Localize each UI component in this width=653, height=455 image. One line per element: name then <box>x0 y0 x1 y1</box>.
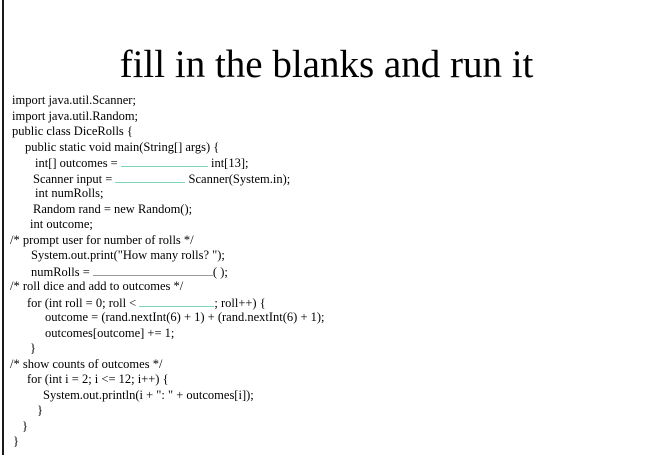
code-text: public class DiceRolls { <box>12 124 133 138</box>
code-text: ; roll++) { <box>214 295 266 310</box>
code-block: import java.util.Scanner;import java.uti… <box>0 93 653 450</box>
code-line: numRolls = ( ); <box>0 264 653 280</box>
code-text: for (int roll = 0; roll < <box>27 295 140 310</box>
code-text: } <box>13 434 19 448</box>
code-line: System.out.print("How many rolls? "); <box>0 248 653 264</box>
code-text: /* roll dice and add to outcomes */ <box>10 279 184 293</box>
slide-left-edge-line <box>2 0 4 455</box>
code-line: int numRolls; <box>0 186 653 202</box>
code-text: int[13]; <box>207 156 249 170</box>
code-text: Scanner(System.in); <box>185 171 291 186</box>
code-line: Scanner input = Scanner(System.in); <box>0 171 653 187</box>
page-title: fill in the blanks and run it <box>119 43 534 86</box>
code-line: /* show counts of outcomes */ <box>0 357 653 373</box>
fill-in-blank[interactable] <box>115 171 186 183</box>
code-text: Scanner input = <box>33 171 116 186</box>
code-text: import java.util.Random; <box>12 108 139 123</box>
code-line: public class DiceRolls { <box>0 124 653 140</box>
code-line: outcome = (rand.nextInt(6) + 1) + (rand.… <box>0 310 653 326</box>
fill-in-blank[interactable] <box>92 264 213 276</box>
code-text: } <box>37 403 43 417</box>
code-text: /* prompt user for number of rolls */ <box>10 232 194 247</box>
code-line: } <box>0 419 653 435</box>
code-text: for (int i = 2; i <= 12; i++) { <box>27 372 169 386</box>
code-text: ( ); <box>212 264 228 279</box>
code-line: import java.util.Random; <box>0 109 653 125</box>
fill-in-blank[interactable] <box>139 295 215 307</box>
code-text: public static void main(String[] args) { <box>25 139 220 154</box>
code-line: } <box>0 403 653 419</box>
code-text: int[] outcomes = <box>35 156 121 170</box>
code-line: /* roll dice and add to outcomes */ <box>0 279 653 295</box>
code-text: int numRolls; <box>35 186 104 200</box>
code-line: for (int roll = 0; roll < ; roll++) { <box>0 295 653 311</box>
code-text: outcomes[outcome] += 1; <box>45 325 175 340</box>
code-line: } <box>0 434 653 450</box>
code-line: import java.util.Scanner; <box>0 93 653 109</box>
code-line: } <box>0 341 653 357</box>
code-text: System.out.println(i + ": " + outcomes[i… <box>43 387 254 402</box>
code-text: } <box>30 341 36 355</box>
code-text: outcome = (rand.nextInt(6) + 1) + (rand.… <box>45 310 325 324</box>
code-line: for (int i = 2; i <= 12; i++) { <box>0 372 653 388</box>
code-line: public static void main(String[] args) { <box>0 140 653 156</box>
code-text: int outcome; <box>30 217 93 231</box>
code-line: /* prompt user for number of rolls */ <box>0 233 653 249</box>
code-line: int[] outcomes = int[13]; <box>0 155 653 171</box>
code-line: int outcome; <box>0 217 653 233</box>
code-text: numRolls = <box>31 264 93 279</box>
code-line: Random rand = new Random(); <box>0 202 653 218</box>
code-text: /* show counts of outcomes */ <box>10 356 163 371</box>
code-text: } <box>22 418 28 433</box>
code-line: outcomes[outcome] += 1; <box>0 326 653 342</box>
code-line: System.out.println(i + ": " + outcomes[i… <box>0 388 653 404</box>
fill-in-blank[interactable] <box>120 155 208 167</box>
code-text: import java.util.Scanner; <box>12 93 136 107</box>
code-text: System.out.print("How many rolls? "); <box>31 248 225 262</box>
code-text: Random rand = new Random(); <box>33 201 193 216</box>
